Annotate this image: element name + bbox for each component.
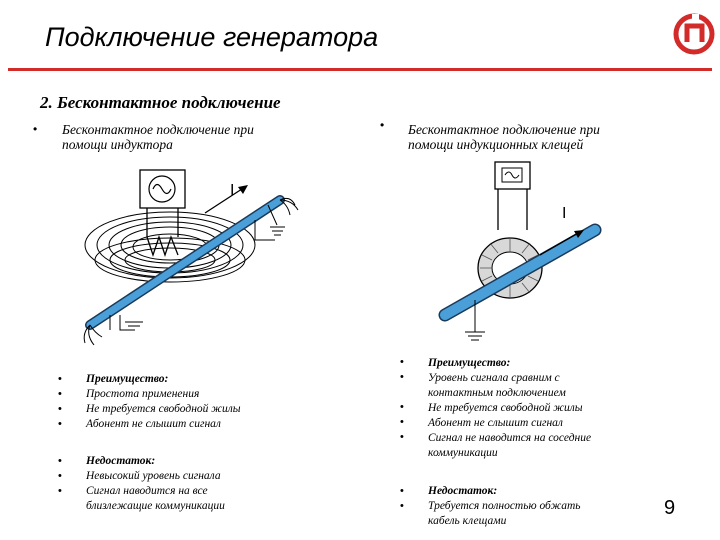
list-item: контактным подключением bbox=[428, 387, 566, 399]
disadvantage-title: Недостаток: bbox=[86, 455, 156, 467]
list-item: Сигнал наводится на все bbox=[86, 485, 208, 497]
bullet-column: •• bbox=[400, 485, 404, 512]
inductor-diagram: I bbox=[83, 169, 299, 346]
list-item: Требуется полностью обжать bbox=[428, 500, 581, 512]
advantage-title: Преимущество: bbox=[428, 357, 511, 369]
advantage-title: Преимущество: bbox=[86, 373, 169, 385]
list-item: Не требуется свободной жилы bbox=[86, 403, 241, 415]
left-heading: Бесконтактное подключение при помощи инд… bbox=[62, 122, 312, 152]
section-subtitle: 2. Бесконтактное подключение bbox=[40, 93, 281, 112]
right-heading-line: помощи индукционных клещей bbox=[408, 137, 584, 152]
page-number: 9 bbox=[664, 497, 676, 519]
company-logo-icon bbox=[673, 13, 715, 55]
left-heading-line: помощи индуктора bbox=[62, 137, 173, 152]
list-item: Абонент не слышит сигнал bbox=[86, 418, 221, 430]
list-item: Абонент не слышит сигнал bbox=[428, 417, 563, 429]
right-disadvantages: Недостаток: Требуется полностью обжать к… bbox=[428, 484, 668, 529]
bullet-marker: • bbox=[33, 122, 38, 136]
list-item: Уровень сигнала сравним с bbox=[428, 372, 560, 384]
list-item: коммуникации bbox=[428, 447, 498, 459]
list-item: Невысокий уровень сигнала bbox=[86, 470, 221, 482]
bullet-marker: • bbox=[380, 118, 385, 132]
left-heading-line: Бесконтактное подключение при bbox=[62, 122, 254, 137]
bullet-column: •••• bbox=[58, 373, 62, 430]
list-item: Сигнал не наводится на соседние bbox=[428, 432, 592, 444]
list-item: Простота применения bbox=[86, 388, 200, 400]
left-advantages: Преимущество: Простота применения Не тре… bbox=[86, 372, 326, 432]
left-disadvantages: Недостаток: Невысокий уровень сигнала Си… bbox=[86, 454, 326, 514]
slide-title: Подключение генератора bbox=[45, 22, 379, 52]
bullet-column: ••••• bbox=[400, 356, 404, 443]
right-advantages: Преимущество: Уровень сигнала сравним с … bbox=[428, 356, 668, 461]
header-divider bbox=[8, 68, 712, 71]
list-item: близлежащие коммуникации bbox=[86, 500, 225, 512]
clamp-diagram: I bbox=[438, 161, 602, 341]
right-heading-line: Бесконтактное подключение при bbox=[408, 122, 600, 137]
right-heading: Бесконтактное подключение при помощи инд… bbox=[408, 122, 688, 152]
bullet-column: ••• bbox=[58, 455, 62, 497]
disadvantage-title: Недостаток: bbox=[428, 485, 498, 497]
current-label: I bbox=[230, 182, 234, 199]
list-item: кабель клещами bbox=[428, 515, 507, 527]
list-item: Не требуется свободной жилы bbox=[428, 402, 583, 414]
current-label: I bbox=[562, 205, 566, 222]
